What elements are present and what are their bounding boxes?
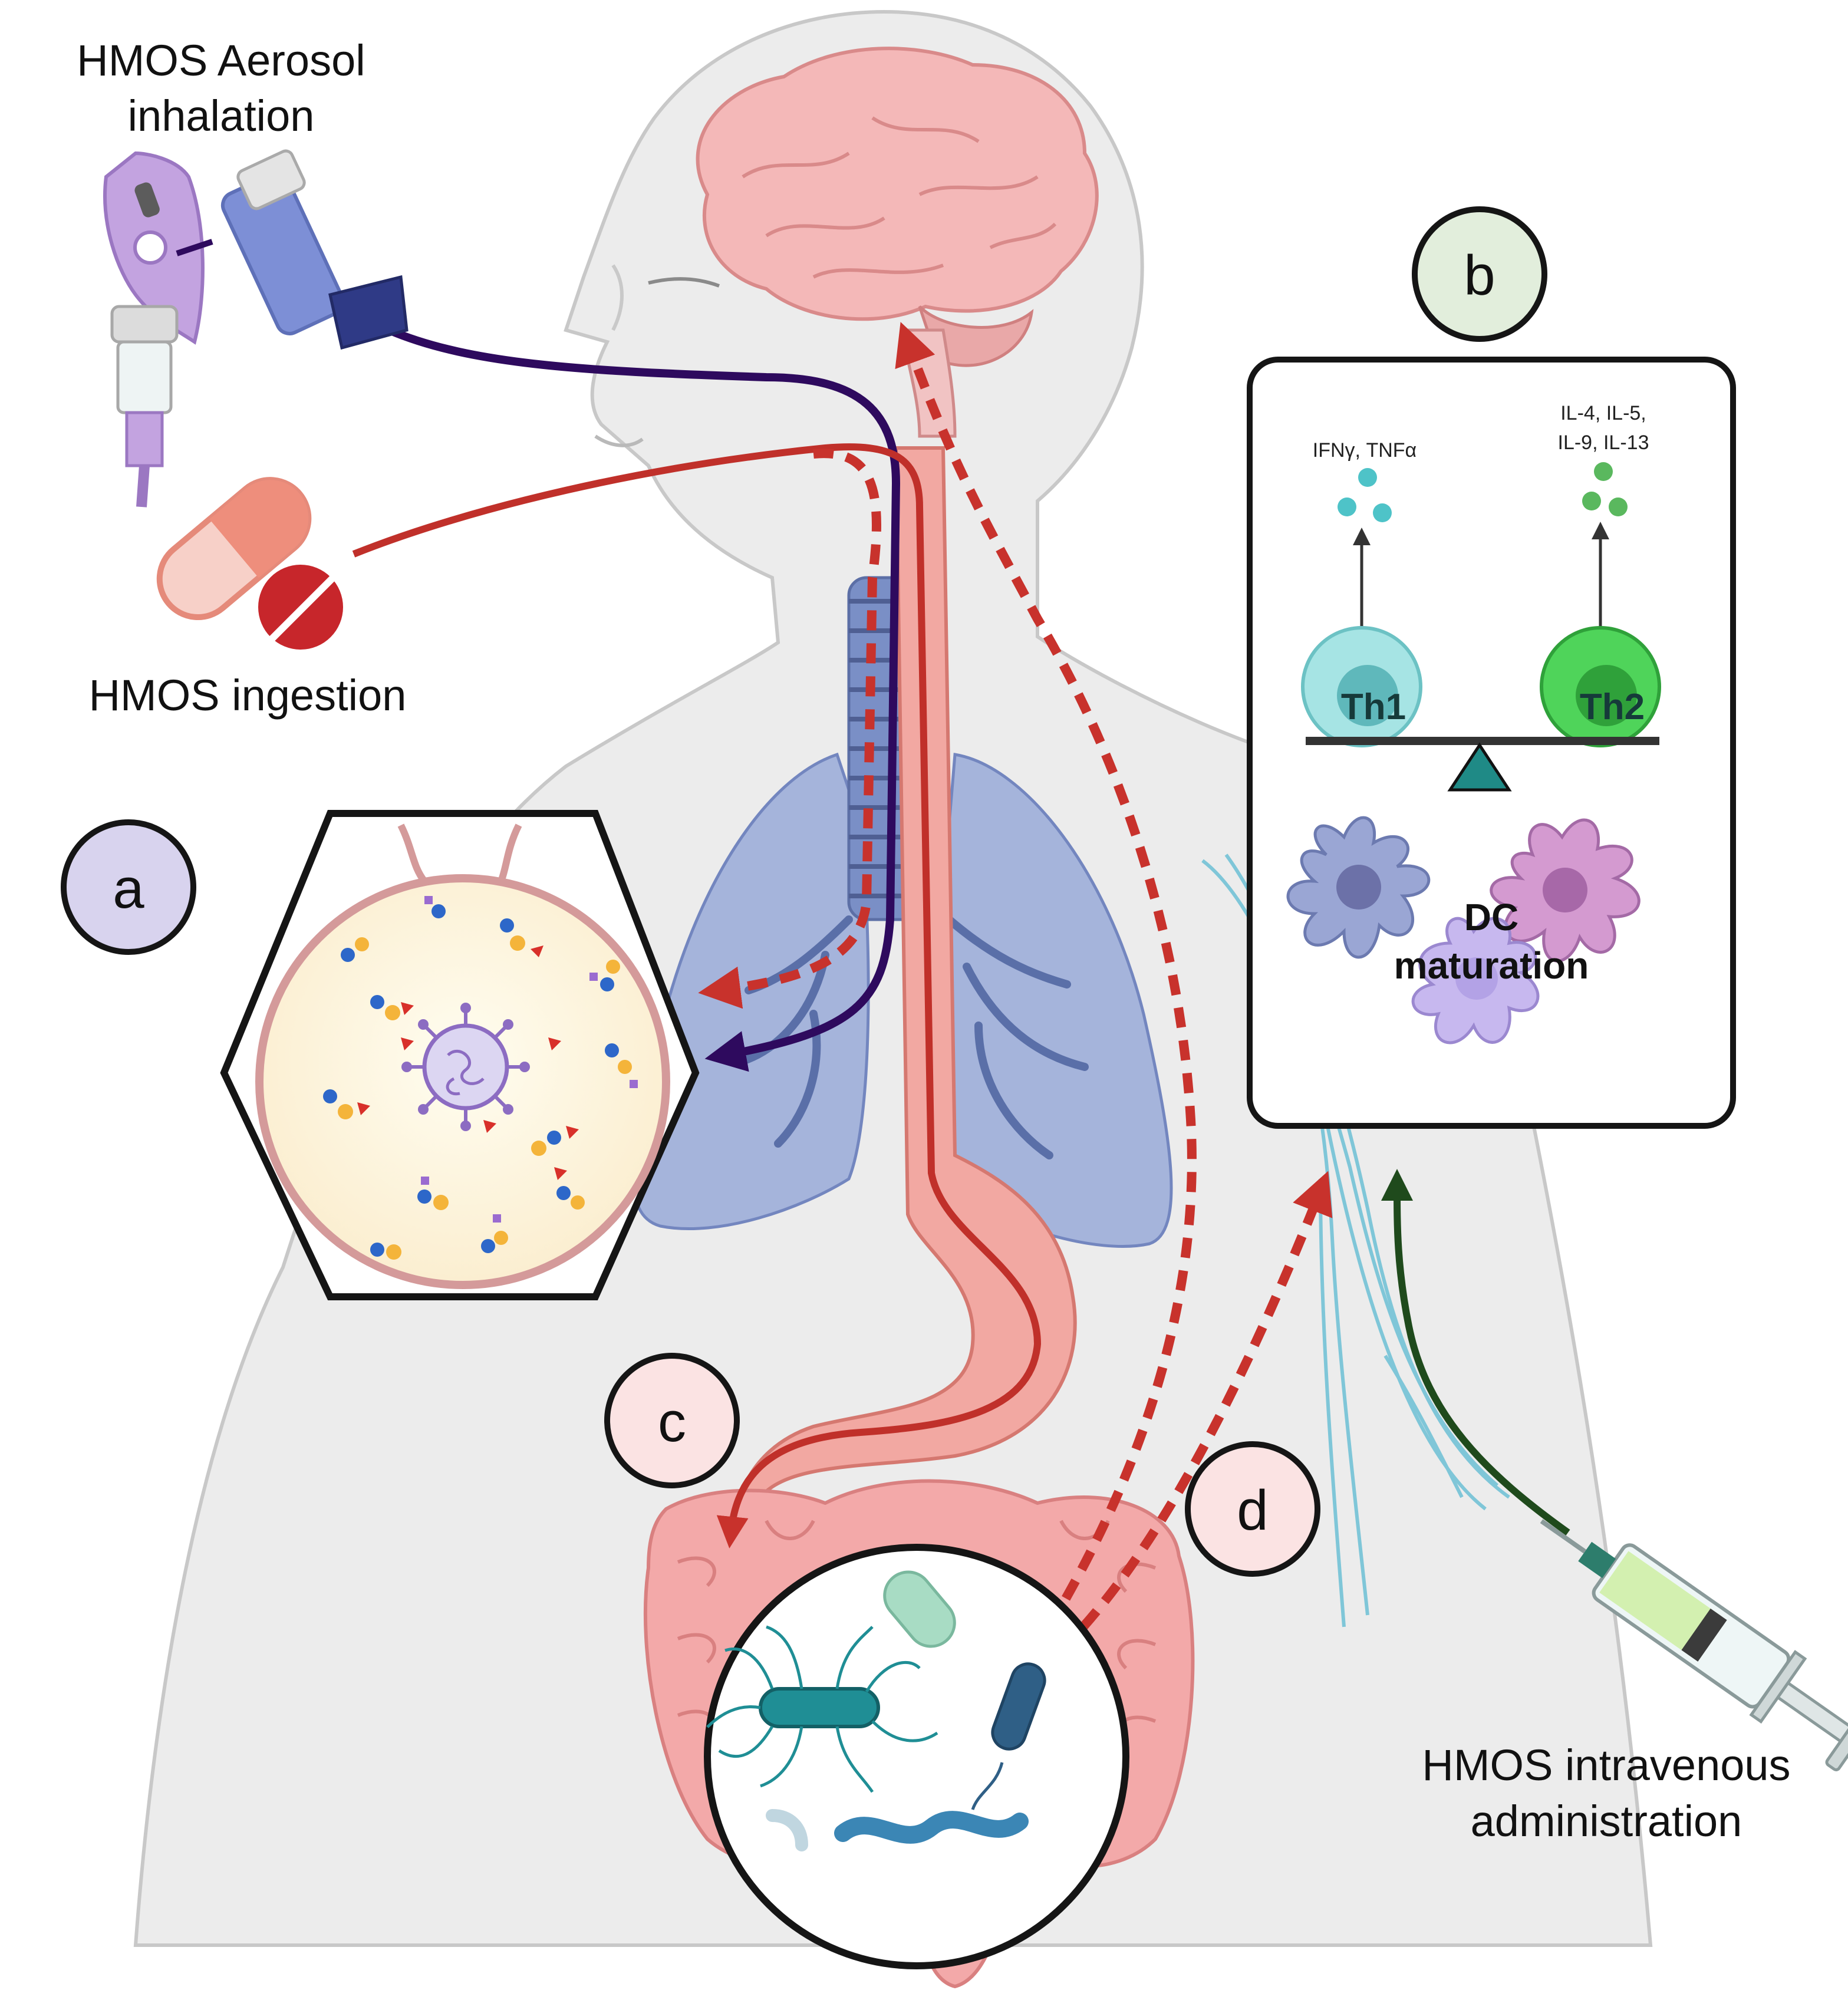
th2-cytokine-dots — [1582, 462, 1628, 516]
dendritic-cell-icon — [1286, 816, 1641, 1045]
th1-cytokines-label: IFNγ, TNFα — [1313, 439, 1417, 462]
th2-label: Th2 — [1580, 687, 1645, 727]
inhaler-icon — [220, 149, 409, 350]
immune-panel — [1247, 357, 1736, 1129]
dc-label-line2: maturation — [1394, 944, 1589, 987]
panel-a-badge: a — [61, 819, 196, 955]
virus-icon — [401, 1003, 530, 1131]
balance-fulcrum — [1447, 742, 1512, 792]
alveolus-inset — [220, 810, 700, 1300]
svg-text:b: b — [1464, 244, 1495, 307]
svg-text:a: a — [113, 857, 144, 920]
tablet-icon — [258, 565, 343, 650]
th2-cytokines-label-line2: IL-9, IL-13 — [1558, 431, 1649, 454]
ingestion-route-arrow — [352, 443, 1042, 1548]
panel-b-badge: b — [1412, 206, 1547, 342]
th2-cell — [1540, 626, 1661, 747]
balance-beam — [1306, 737, 1659, 745]
bacteria-icon — [706, 1625, 938, 1793]
aerosol-label-line1: HMOS Aerosol — [77, 36, 365, 85]
capsule-icon — [156, 477, 312, 621]
hmos-glycans — [323, 896, 638, 1260]
ingestion-label: HMOS ingestion — [89, 671, 407, 720]
th2-cytokines-label-line1: IL-4, IL-5, — [1560, 402, 1646, 424]
nebulizer-mask-icon — [103, 151, 213, 508]
microbiota-inset — [704, 1544, 1129, 1969]
lungs — [632, 752, 1173, 1248]
syringe-icon — [1540, 1519, 1848, 1771]
intravenous-label-line1: HMOS intravenous — [1422, 1741, 1790, 1790]
th1-cell — [1301, 626, 1422, 747]
iv-route-arrow — [1381, 1169, 1570, 1536]
brain — [696, 47, 1099, 438]
svg-text:d: d — [1237, 1479, 1268, 1542]
gut-to-lung-dashed-arrow — [698, 449, 881, 1009]
aerosol-label-line2: inhalation — [128, 91, 315, 140]
th1-cytokine-dots — [1338, 468, 1392, 522]
panel-c-badge: c — [604, 1353, 740, 1488]
panel-d-badge: d — [1185, 1441, 1320, 1577]
gut-to-brain-dashed-arrow — [895, 322, 1197, 1630]
intravenous-label-line2: administration — [1471, 1797, 1742, 1846]
dc-label-line1: DC — [1464, 896, 1518, 938]
svg-text:c: c — [658, 1391, 686, 1454]
gut-to-immune-dashed-arrow — [1058, 1171, 1333, 1654]
aerosol-route-arrow — [387, 326, 901, 1072]
routes — [352, 322, 1570, 1654]
th1-label: Th1 — [1341, 687, 1406, 727]
